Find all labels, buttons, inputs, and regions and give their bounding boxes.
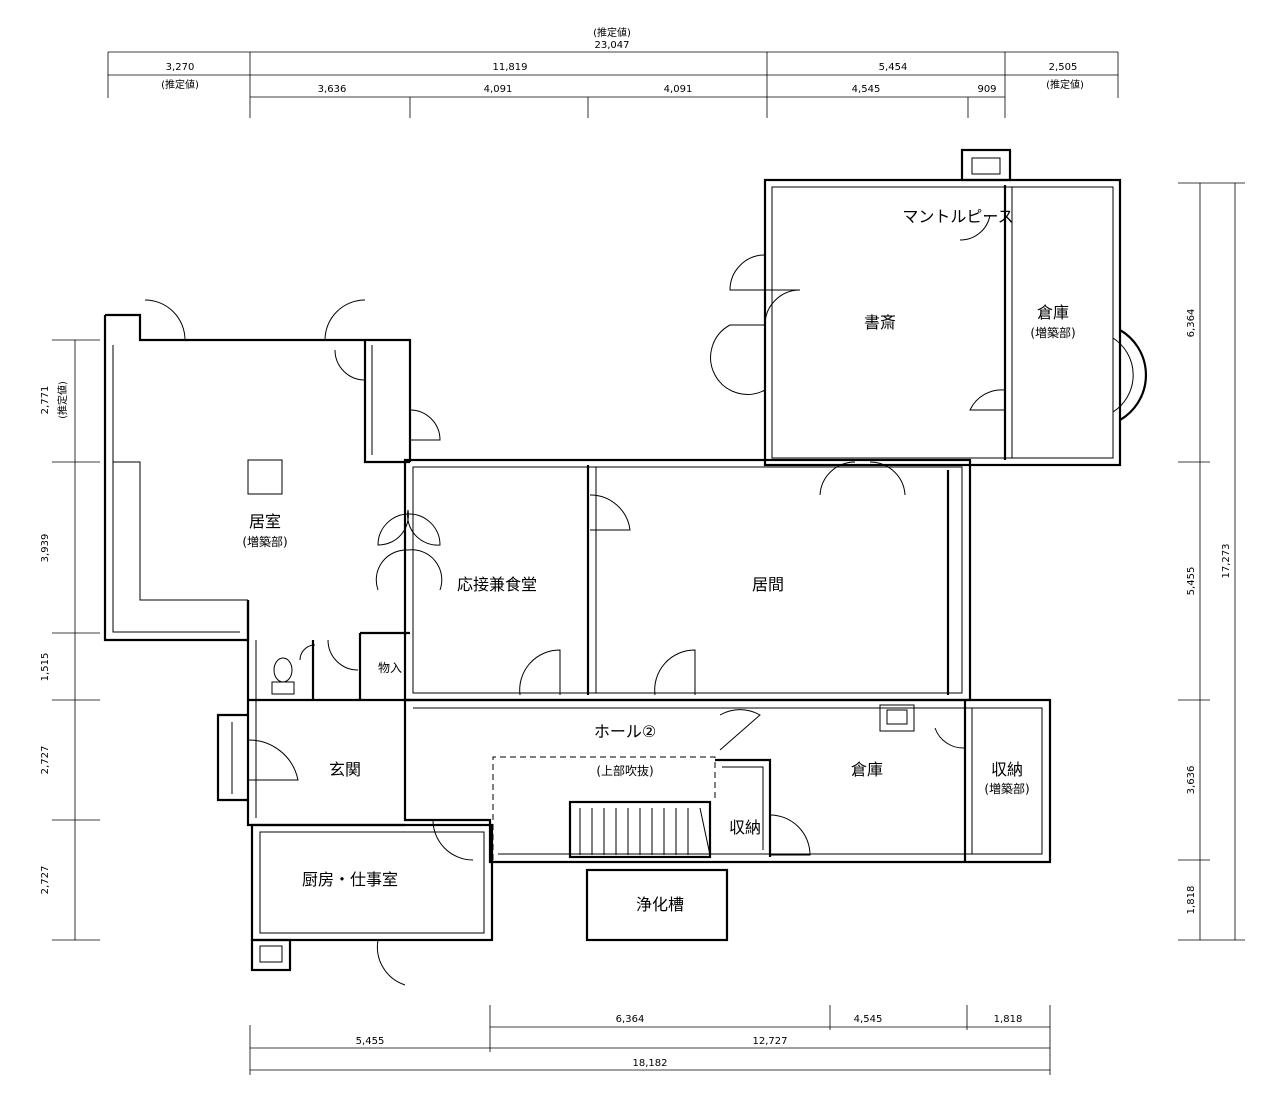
top-row2-dim-4: 4,545 xyxy=(852,84,881,95)
room-labels: マントルピース 書斎 倉庫 (増築部) 居室 (増築部) 応接兼食堂 居間 物入… xyxy=(242,207,1075,914)
void-outline xyxy=(492,756,716,860)
bottom-row2-dim-2: 12,727 xyxy=(753,1036,788,1047)
label-storage-top-sub: (増築部) xyxy=(1030,325,1075,340)
right-total-dim: 17,273 xyxy=(1221,544,1232,579)
label-storage2-sub: (増築部) xyxy=(984,781,1029,796)
top-total-dimension: 23,047 xyxy=(595,40,630,51)
right-dim-3: 3,636 xyxy=(1186,766,1197,795)
label-living-room-sub: (増築部) xyxy=(242,534,287,549)
left-dim-2: 3,939 xyxy=(40,534,51,563)
top-row1-dim-2: 11,819 xyxy=(493,62,528,73)
label-septic-tank: 浄化槽 xyxy=(636,895,684,914)
top-row1-right-note: (推定値) xyxy=(1046,78,1084,91)
right-dimension-lines: 6,364 5,455 3,636 1,818 17,273 xyxy=(1178,182,1245,941)
label-study: 書斎 xyxy=(864,313,896,332)
label-closet-small: 物入 xyxy=(378,661,402,675)
label-void: (上部吹抜) xyxy=(596,763,653,778)
label-living-room: 居室 xyxy=(249,512,281,531)
label-storage-stairs: 収納 xyxy=(729,818,761,837)
right-dim-2: 5,455 xyxy=(1186,567,1197,596)
label-storage-top: 倉庫 xyxy=(1037,303,1069,322)
left-dim-1-note: (推定値) xyxy=(56,381,69,419)
top-dimension-lines: (推定値) 23,047 3,270 11,819 5,454 2,505 (推… xyxy=(107,26,1119,118)
bottom-total-dim: 18,182 xyxy=(633,1058,668,1069)
label-kitchen: 厨房・仕事室 xyxy=(302,870,398,889)
label-reception-dining: 応接兼食堂 xyxy=(457,575,537,594)
label-storage2: 収納 xyxy=(991,760,1023,779)
top-row2-dim-3: 4,091 xyxy=(664,84,693,95)
top-row1-dim-3: 5,454 xyxy=(879,62,908,73)
septic-tank-outline xyxy=(585,868,729,942)
label-entrance: 玄関 xyxy=(329,760,361,779)
top-row2-dim-5: 909 xyxy=(977,84,996,95)
left-dim-1: 2,771 xyxy=(40,386,51,415)
top-row2-dim-1: 3,636 xyxy=(318,84,347,95)
label-ima: 居間 xyxy=(752,575,784,594)
walls xyxy=(103,148,1147,972)
left-dimension-lines: 2,771 (推定値) 3,939 1,515 2,727 2,727 xyxy=(40,339,100,941)
bottom-row1-dim-3: 1,818 xyxy=(994,1014,1023,1025)
left-dim-3: 1,515 xyxy=(40,653,51,682)
bottom-dimension-lines: 6,364 4,545 1,818 5,455 12,727 18,182 xyxy=(249,1005,1051,1075)
bottom-row1-dim-2: 4,545 xyxy=(854,1014,883,1025)
top-row1-dim-1: 3,270 xyxy=(166,62,195,73)
left-dim-5: 2,727 xyxy=(40,866,51,895)
top-estimate-label: (推定値) xyxy=(593,26,631,39)
bottom-row1-dim-1: 6,364 xyxy=(616,1014,645,1025)
top-row2-dim-2: 4,091 xyxy=(484,84,513,95)
label-storage-mid: 倉庫 xyxy=(851,760,883,779)
right-dim-4: 1,818 xyxy=(1186,886,1197,915)
right-dim-1: 6,364 xyxy=(1186,309,1197,338)
label-mantelpiece: マントルピース xyxy=(902,207,1013,226)
staircase xyxy=(568,800,712,859)
left-dim-4: 2,727 xyxy=(40,746,51,775)
doors xyxy=(144,214,1006,986)
bottom-row2-dim-1: 5,455 xyxy=(356,1036,385,1047)
top-row1-left-note: (推定値) xyxy=(161,78,199,91)
top-row1-dim-4: 2,505 xyxy=(1049,62,1078,73)
label-hall: ホール② xyxy=(594,722,656,741)
